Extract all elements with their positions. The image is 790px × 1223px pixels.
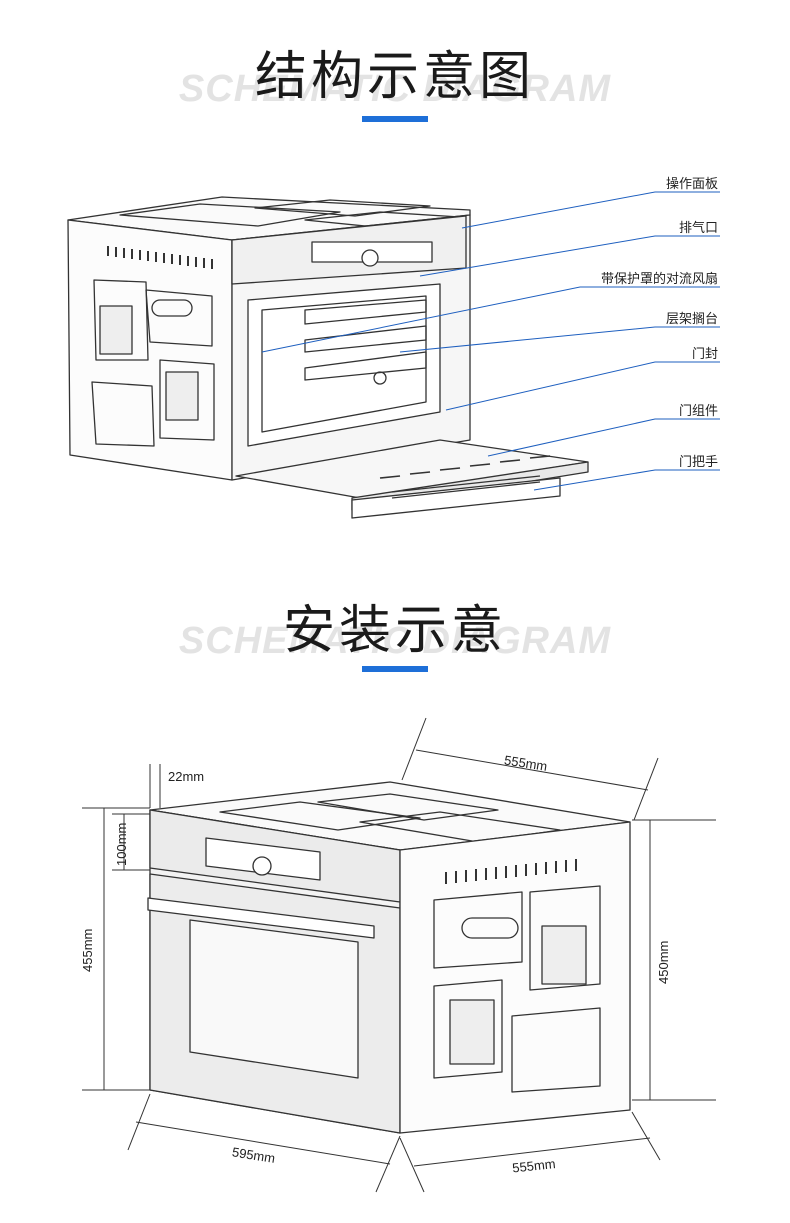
dimension-lines <box>82 717 716 1193</box>
side-vents <box>107 246 213 269</box>
installation-title-underline <box>362 666 428 672</box>
installation-watermark: SCHEMATIC DIAGRAM <box>178 620 612 662</box>
installation-diagram: 22mm 100mm 455mm 450mm 555mm 595mm 555mm <box>80 717 716 1193</box>
dim-front-width: 595mm <box>231 1144 276 1166</box>
dim-top-offset: 22mm <box>168 769 204 784</box>
label-convection-fan: 带保护罩的对流风扇 <box>601 271 718 287</box>
structure-title-underline <box>362 116 428 122</box>
label-exhaust-vent: 排气口 <box>679 220 718 236</box>
dim-bottom-depth: 555mm <box>512 1156 557 1175</box>
dim-panel-height: 100mm <box>114 823 129 866</box>
structure-title: 结构示意图 <box>254 47 535 107</box>
oven-structure-drawing <box>67 196 589 519</box>
installation-title: 安装示意 <box>282 601 507 661</box>
dim-top-depth: 555mm <box>503 752 548 774</box>
callout-leaders <box>261 191 720 491</box>
callout-labels: 操作面板 排气口 带保护罩的对流风扇 层架搁台 门封 门组件 门把手 <box>601 176 718 470</box>
label-door-assembly: 门组件 <box>679 404 718 419</box>
dim-total-height-front: 455mm <box>80 929 95 972</box>
label-control-panel: 操作面板 <box>666 176 718 192</box>
structure-diagram: 操作面板 排气口 带保护罩的对流风扇 层架搁台 门封 门组件 门把手 <box>67 176 720 519</box>
label-door-handle: 门把手 <box>679 455 718 470</box>
door-vents <box>379 455 551 479</box>
dimension-labels: 22mm 100mm 455mm 450mm 555mm 595mm 555mm <box>80 752 671 1175</box>
label-door-seal: 门封 <box>692 347 718 362</box>
oven-installation-drawing <box>147 781 631 1134</box>
install-side-vents <box>445 859 577 884</box>
label-shelf-rack: 层架搁台 <box>666 312 718 327</box>
dim-side-height: 450mm <box>656 941 671 984</box>
structure-watermark: SCHEMATIC DIAGRAM <box>178 68 612 110</box>
